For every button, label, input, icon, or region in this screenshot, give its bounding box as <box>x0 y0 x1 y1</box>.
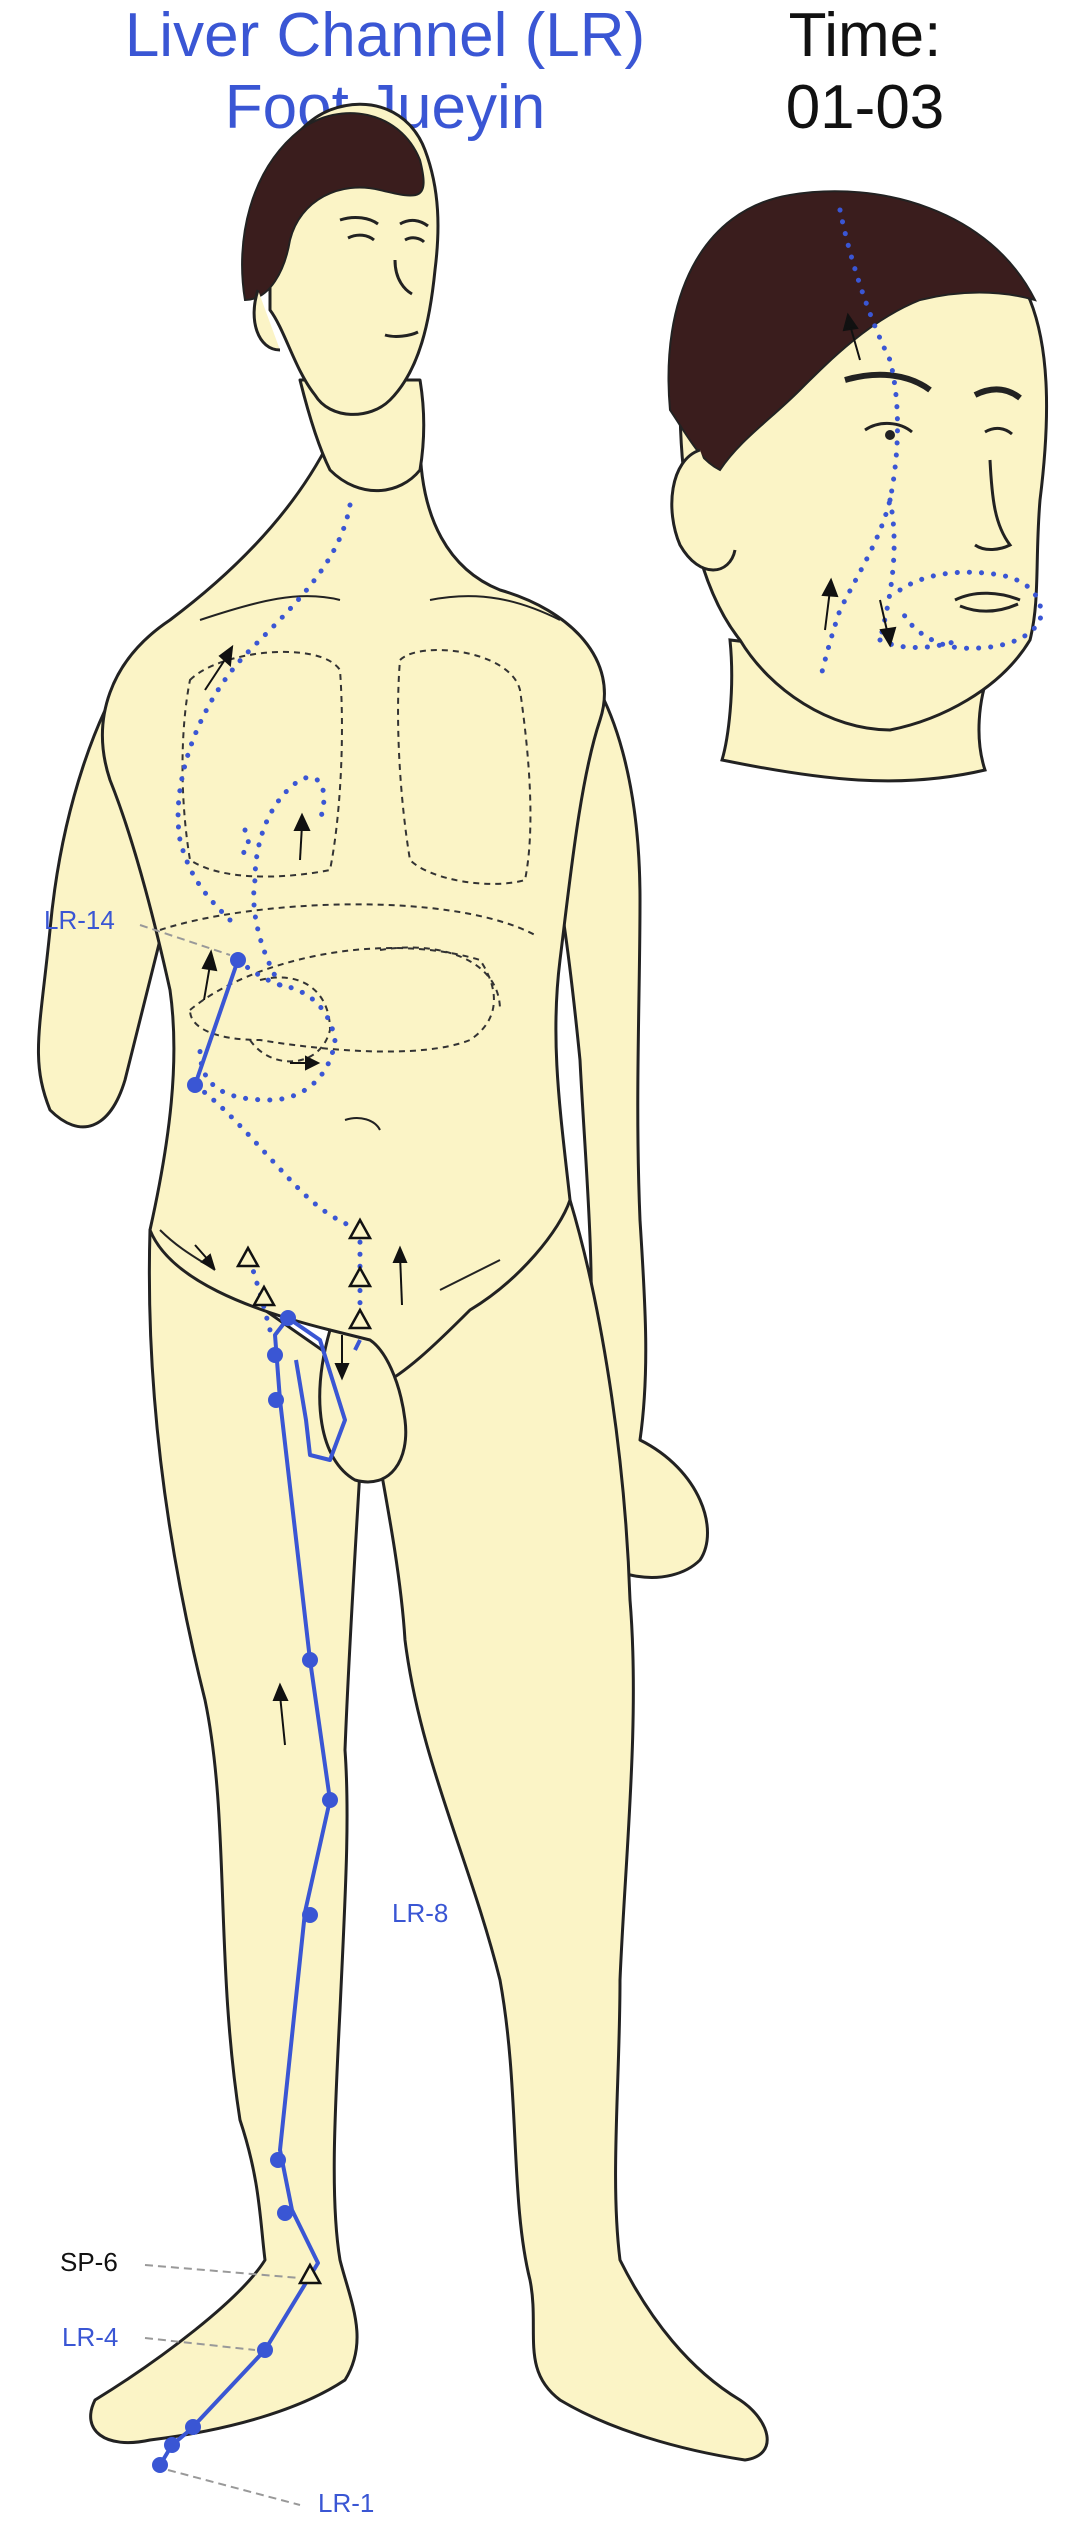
arrow-shoulder <box>204 644 234 691</box>
point-lr-10 <box>268 1392 284 1408</box>
label-lr-14: LR-14 <box>44 905 115 935</box>
arrow-face-forehead <box>842 312 861 361</box>
label-lr-4: LR-4 <box>62 2322 119 2352</box>
arrow-groin-right <box>392 1245 408 1306</box>
point-lr-11 <box>267 1347 283 1363</box>
arrow-up-leg <box>272 1682 289 1746</box>
point-lr-6 <box>270 2152 286 2168</box>
arrow-face-jaw <box>879 599 897 648</box>
time-value: 01-03 <box>785 73 945 142</box>
arrow-up-abdomen <box>201 949 218 1001</box>
torso <box>101 438 606 1392</box>
body-hair <box>241 112 425 302</box>
inset-ear <box>670 448 737 572</box>
point-lr-3 <box>185 2419 201 2435</box>
triangle-sp6 <box>297 2262 323 2285</box>
point-lr-12 <box>280 1310 296 1326</box>
body-figure <box>36 102 769 2462</box>
inset-features <box>844 371 1022 613</box>
label-sp-6: SP-6 <box>60 2247 118 2277</box>
point-lr-8 <box>322 1792 338 1808</box>
time-block: Time: 01-03 <box>735 0 995 144</box>
arrow-chest <box>293 812 311 861</box>
triangle-points <box>235 1217 373 2285</box>
arrow-face-cheek <box>821 577 839 631</box>
acupoints <box>152 952 338 2473</box>
channel-title-line1: Liver Channel (LR) <box>124 1 646 70</box>
arrow-lower-dot <box>290 1055 321 1071</box>
point-lr-2 <box>164 2437 180 2453</box>
face-inset <box>667 190 1049 783</box>
point-lr-13 <box>187 1077 203 1093</box>
right-leg <box>363 1198 769 2462</box>
point-lr-5 <box>277 2205 293 2221</box>
right-arm <box>538 638 709 1579</box>
point-lr-14 <box>230 952 246 968</box>
body-face <box>339 215 429 338</box>
organ-outlines <box>159 649 536 1063</box>
label-lr-1: LR-1 <box>318 2488 375 2518</box>
leader-lines <box>139 924 301 2506</box>
point-lr-4 <box>257 2342 273 2358</box>
point-lr-1 <box>152 2457 168 2473</box>
point-lr-7 <box>302 1907 318 1923</box>
flow-arrows <box>194 312 897 1746</box>
point-lr-9 <box>302 1652 318 1668</box>
time-label: Time: <box>788 1 942 70</box>
body-ear <box>252 289 281 352</box>
arrow-down-center <box>334 1335 350 1381</box>
arrow-groin-left <box>194 1244 216 1270</box>
label-lr-8: LR-8 <box>392 1898 449 1928</box>
inset-eye <box>885 430 895 440</box>
channel-dotted-path <box>175 207 1044 1333</box>
